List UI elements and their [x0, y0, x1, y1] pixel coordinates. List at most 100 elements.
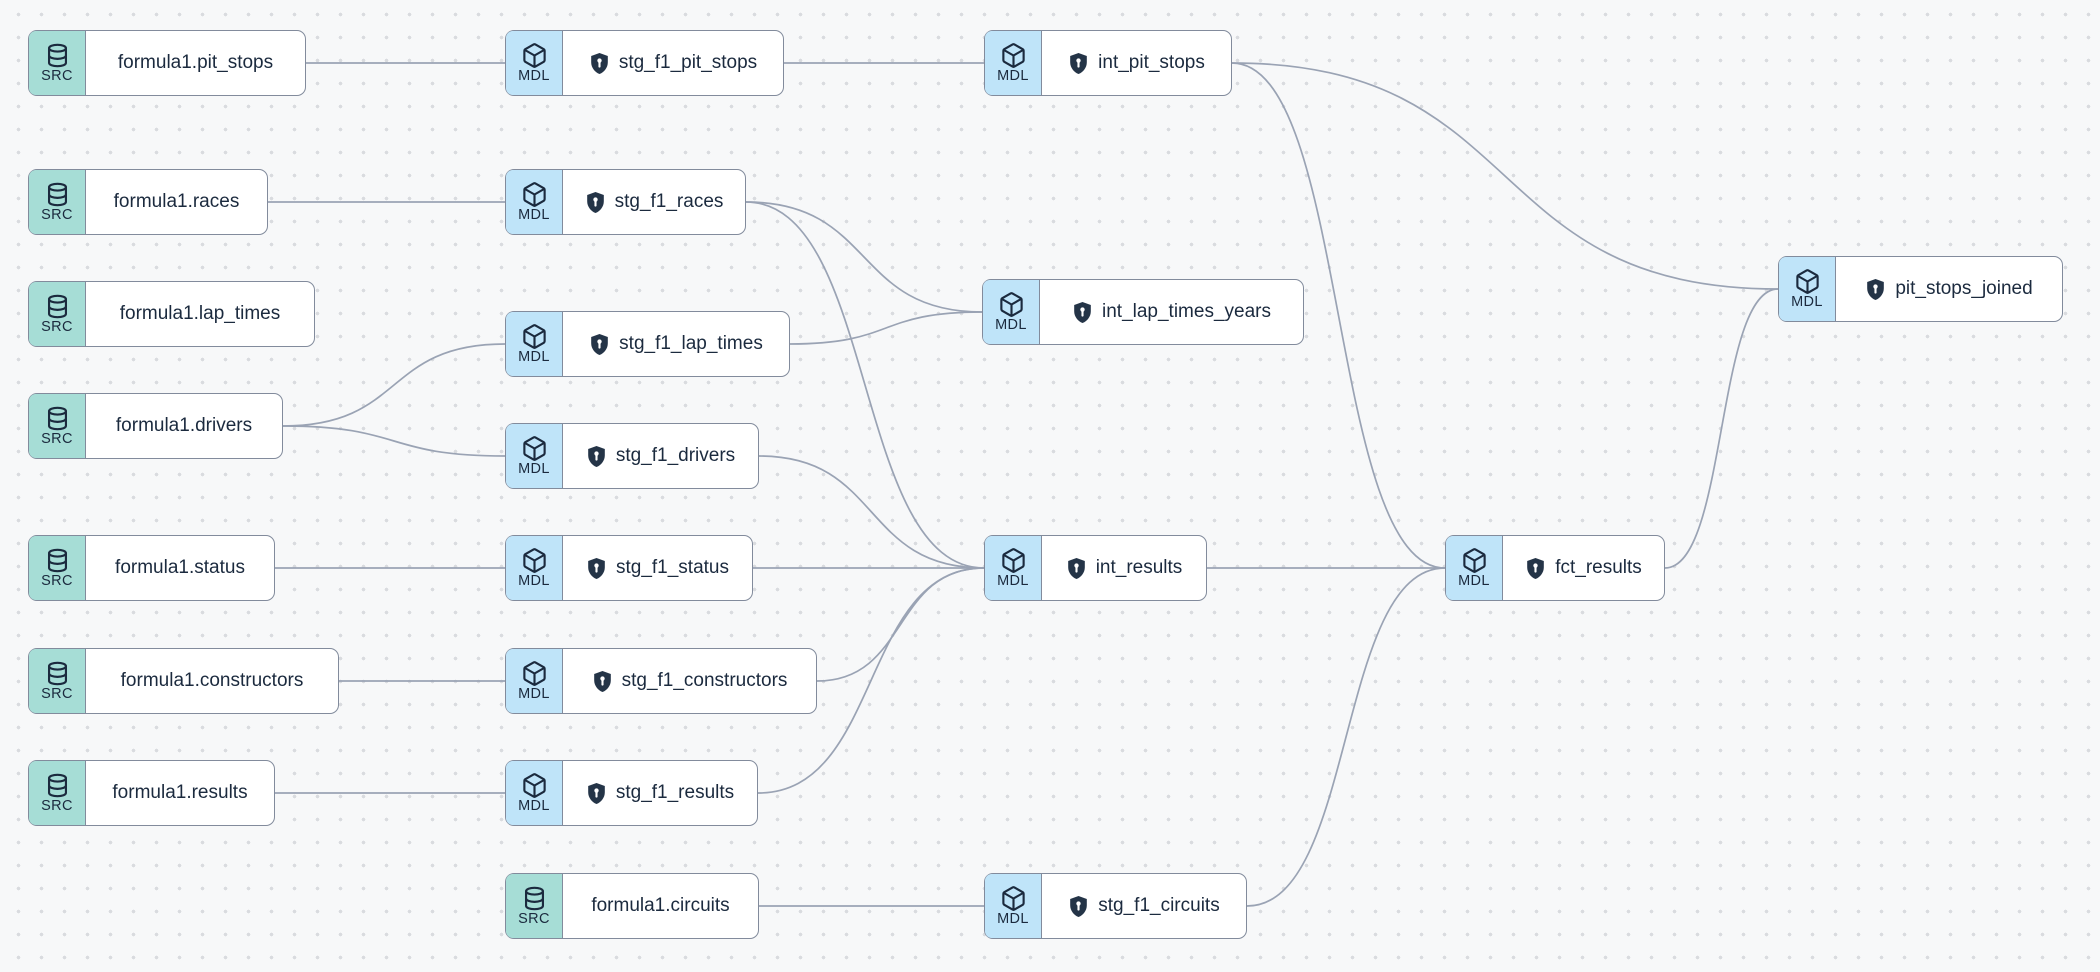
lineage-edge	[282, 425, 506, 457]
cube-icon	[1794, 268, 1821, 295]
shield-lock-icon	[586, 782, 607, 805]
node-formula1-lap-times[interactable]: SRC formula1.lap_times	[28, 281, 315, 347]
model-badge: MDL	[506, 31, 563, 95]
shield-lock-icon	[1068, 52, 1089, 75]
lineage-edge	[745, 201, 983, 313]
shield-lock-icon	[585, 191, 606, 214]
node-label: pit_stops_joined	[1895, 278, 2033, 299]
node-label: stg_f1_drivers	[615, 445, 736, 466]
lineage-edge	[745, 201, 985, 569]
node-stg-f1-status[interactable]: MDL stg_f1_status	[505, 535, 753, 601]
badge-label: MDL	[518, 686, 550, 702]
cube-icon	[521, 547, 548, 574]
node-stg-f1-results[interactable]: MDL stg_f1_results	[505, 760, 758, 826]
node-label: int_lap_times_years	[1102, 301, 1271, 322]
node-body: formula1.constructors	[86, 649, 338, 713]
cube-icon	[998, 291, 1025, 318]
node-fct-results[interactable]: MDL fct_results	[1445, 535, 1665, 601]
source-badge: SRC	[29, 31, 86, 95]
shield-lock-icon	[589, 333, 610, 356]
cube-icon	[521, 42, 548, 69]
model-badge: MDL	[1446, 536, 1503, 600]
badge-label: MDL	[995, 317, 1027, 333]
shield-lock-icon	[1066, 557, 1087, 580]
shield-lock-icon	[589, 52, 610, 75]
database-icon	[44, 660, 71, 687]
cube-icon	[521, 435, 548, 462]
node-label: formula1.drivers	[115, 415, 253, 436]
lineage-edge	[1664, 288, 1779, 569]
node-label: stg_f1_status	[615, 557, 730, 578]
database-icon	[44, 772, 71, 799]
node-label: formula1.pit_stops	[117, 52, 274, 73]
cube-icon	[1000, 547, 1027, 574]
badge-label: SRC	[41, 431, 73, 447]
lineage-edge	[758, 455, 985, 569]
model-badge: MDL	[985, 31, 1042, 95]
node-label: fct_results	[1555, 557, 1642, 578]
cube-icon	[521, 660, 548, 687]
database-icon	[521, 885, 548, 912]
node-body: stg_f1_constructors	[563, 649, 816, 713]
database-icon	[44, 181, 71, 208]
node-label: int_results	[1095, 557, 1183, 578]
database-icon	[44, 42, 71, 69]
lineage-edge	[1231, 62, 1779, 290]
node-stg-f1-circuits[interactable]: MDL stg_f1_circuits	[984, 873, 1247, 939]
database-icon	[44, 405, 71, 432]
source-badge: SRC	[29, 761, 86, 825]
model-badge: MDL	[506, 536, 563, 600]
node-stg-f1-constructors[interactable]: MDL stg_f1_constructors	[505, 648, 817, 714]
node-formula1-constructors[interactable]: SRC formula1.constructors	[28, 648, 339, 714]
shield-lock-icon	[1072, 301, 1093, 324]
node-body: formula1.drivers	[86, 394, 282, 458]
node-formula1-circuits[interactable]: SRC formula1.circuits	[505, 873, 759, 939]
badge-label: SRC	[518, 911, 550, 927]
node-body: stg_f1_pit_stops	[563, 31, 783, 95]
shield-lock-icon	[1865, 278, 1886, 301]
node-label: formula1.circuits	[591, 895, 730, 916]
node-stg-f1-pit-stops[interactable]: MDL stg_f1_pit_stops	[505, 30, 784, 96]
badge-label: MDL	[997, 68, 1029, 84]
node-body: stg_f1_races	[563, 170, 745, 234]
database-icon	[44, 547, 71, 574]
lineage-edge	[816, 567, 985, 682]
node-pit-stops-joined[interactable]: MDL pit_stops_joined	[1778, 256, 2063, 322]
node-stg-f1-lap-times[interactable]: MDL stg_f1_lap_times	[505, 311, 790, 377]
node-formula1-pit-stops[interactable]: SRC formula1.pit_stops	[28, 30, 306, 96]
source-badge: SRC	[29, 649, 86, 713]
node-body: int_pit_stops	[1042, 31, 1231, 95]
node-body: formula1.lap_times	[86, 282, 314, 346]
badge-label: SRC	[41, 686, 73, 702]
badge-label: MDL	[1791, 294, 1823, 310]
source-badge: SRC	[29, 170, 86, 234]
source-badge: SRC	[29, 282, 86, 346]
node-label: stg_f1_pit_stops	[618, 52, 758, 73]
badge-label: SRC	[41, 68, 73, 84]
node-int-results[interactable]: MDL int_results	[984, 535, 1207, 601]
node-body: formula1.results	[86, 761, 274, 825]
cube-icon	[521, 772, 548, 799]
node-label: formula1.lap_times	[119, 303, 281, 324]
node-body: formula1.races	[86, 170, 267, 234]
model-badge: MDL	[506, 761, 563, 825]
badge-label: MDL	[518, 68, 550, 84]
node-stg-f1-drivers[interactable]: MDL stg_f1_drivers	[505, 423, 759, 489]
node-label: stg_f1_constructors	[621, 670, 788, 691]
node-int-lap-times-years[interactable]: MDL int_lap_times_years	[982, 279, 1304, 345]
database-icon	[44, 293, 71, 320]
node-body: stg_f1_lap_times	[563, 312, 789, 376]
cube-icon	[521, 323, 548, 350]
node-label: stg_f1_results	[615, 782, 735, 803]
node-int-pit-stops[interactable]: MDL int_pit_stops	[984, 30, 1232, 96]
model-badge: MDL	[983, 280, 1040, 344]
node-formula1-drivers[interactable]: SRC formula1.drivers	[28, 393, 283, 459]
node-label: int_pit_stops	[1098, 52, 1205, 73]
node-label: stg_f1_races	[614, 191, 724, 212]
badge-label: MDL	[518, 207, 550, 223]
node-stg-f1-races[interactable]: MDL stg_f1_races	[505, 169, 746, 235]
